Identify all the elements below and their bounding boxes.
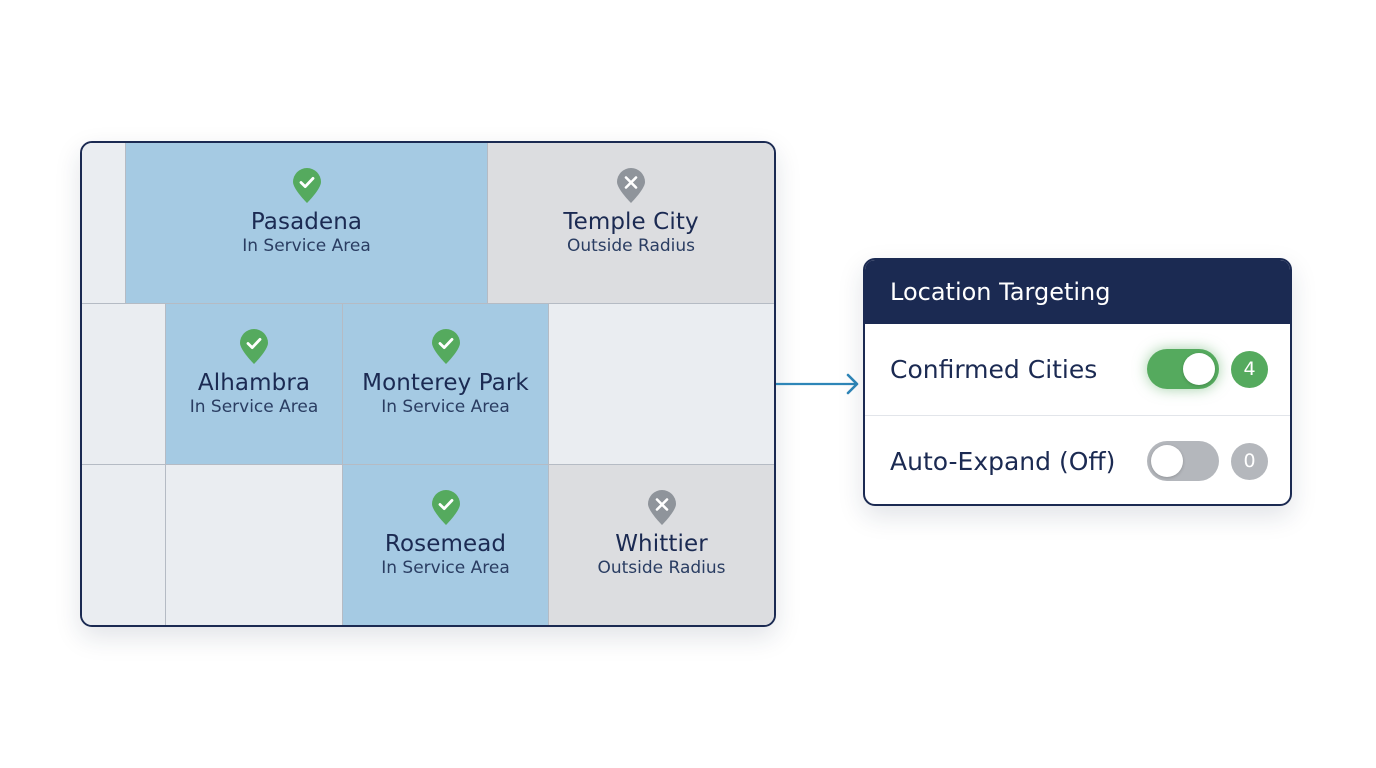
map-blank-cell xyxy=(166,465,343,625)
arrow-right-icon xyxy=(776,373,859,395)
confirmed-cities-toggle[interactable] xyxy=(1147,349,1219,389)
city-name: Monterey Park xyxy=(362,370,529,396)
x-pin-icon xyxy=(647,490,676,525)
row-label: Auto-Expand (Off) xyxy=(890,447,1116,476)
map-blank-cell xyxy=(82,143,126,304)
check-pin-icon xyxy=(431,490,460,525)
map-region-alhambra[interactable]: Alhambra In Service Area xyxy=(166,304,343,465)
city-name: Rosemead xyxy=(384,531,507,557)
check-pin-icon xyxy=(292,168,321,203)
map-region-whittier[interactable]: Whittier Outside Radius xyxy=(549,465,774,625)
city-status: In Service Area xyxy=(189,397,319,417)
check-pin-icon xyxy=(240,329,268,364)
city-name: Alhambra xyxy=(197,370,311,396)
panel-title: Location Targeting xyxy=(865,260,1290,324)
city-status: Outside Radius xyxy=(566,236,696,256)
city-status: In Service Area xyxy=(242,236,371,256)
map-blank-cell xyxy=(82,465,166,625)
city-name: Whittier xyxy=(615,531,708,557)
check-pin-icon xyxy=(431,329,460,364)
service-area-map: Pasadena In Service Area Temple City Out… xyxy=(80,141,776,627)
confirmed-cities-count-badge: 4 xyxy=(1231,351,1268,388)
confirmed-cities-row: Confirmed Cities 4 xyxy=(865,324,1290,415)
toggle-knob xyxy=(1151,445,1183,477)
toggle-knob xyxy=(1183,353,1215,385)
row-label: Confirmed Cities xyxy=(890,355,1098,384)
map-region-pasadena[interactable]: Pasadena In Service Area xyxy=(126,143,488,304)
city-status: In Service Area xyxy=(381,397,510,417)
map-region-rosemead[interactable]: Rosemead In Service Area xyxy=(343,465,549,625)
city-name: Temple City xyxy=(563,209,699,235)
auto-expand-toggle[interactable] xyxy=(1147,441,1219,481)
map-blank-cell xyxy=(549,304,774,465)
map-region-temple-city[interactable]: Temple City Outside Radius xyxy=(488,143,774,304)
location-targeting-panel: Location Targeting Confirmed Cities 4 Au… xyxy=(863,258,1292,506)
x-pin-icon xyxy=(617,168,645,203)
auto-expand-count-badge: 0 xyxy=(1231,443,1268,480)
city-status: Outside Radius xyxy=(597,558,726,578)
map-region-monterey-park[interactable]: Monterey Park In Service Area xyxy=(343,304,549,465)
auto-expand-row: Auto-Expand (Off) 0 xyxy=(865,415,1290,504)
city-name: Pasadena xyxy=(250,209,363,235)
map-blank-cell xyxy=(82,304,166,465)
city-status: In Service Area xyxy=(381,558,510,578)
